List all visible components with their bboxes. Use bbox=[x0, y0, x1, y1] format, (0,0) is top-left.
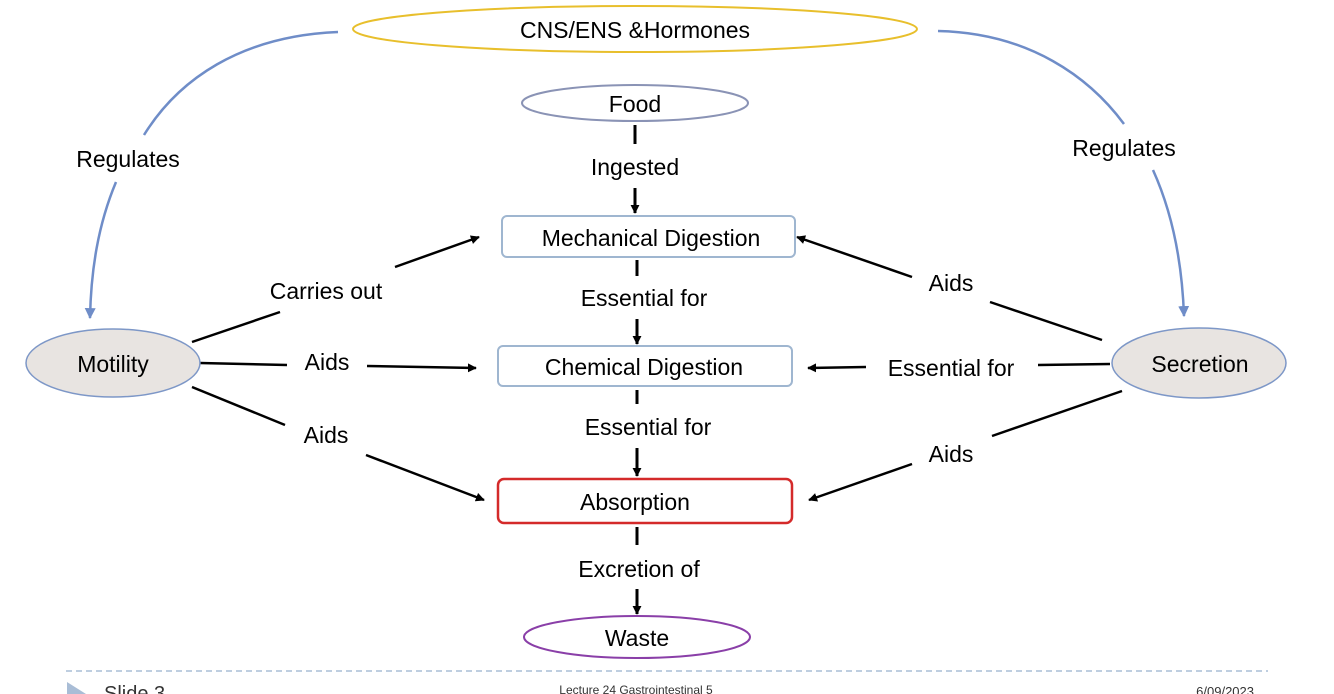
motility-carries-out-line bbox=[191, 310, 281, 344]
carries-out-label: Carries out bbox=[270, 278, 383, 304]
regulates-left-arrow-lower bbox=[84, 181, 118, 320]
mechanical-digestion-label: Mechanical Digestion bbox=[542, 225, 761, 251]
aids-to-mechanical-arrow bbox=[796, 235, 913, 279]
motility-node: Motility bbox=[25, 328, 201, 398]
abs-to-waste-label: Excretion of bbox=[578, 556, 700, 582]
footer-date: 6/09/2023 bbox=[1196, 684, 1254, 694]
essential-to-chemical-from-right-arrow bbox=[807, 363, 867, 373]
secretion-essential-line bbox=[1037, 362, 1111, 367]
aids-to-chemical-arrow bbox=[366, 363, 477, 373]
regulator-label: CNS/ENS &Hormones bbox=[520, 17, 750, 43]
lecture-title: Lecture 24 Gastrointestinal 5 bbox=[559, 683, 713, 694]
chemical-digestion-label: Chemical Digestion bbox=[545, 354, 743, 380]
aids-to-absorption-arrow bbox=[365, 453, 485, 502]
motility-aids-abs-line bbox=[191, 385, 286, 427]
chemical-digestion-node: Chemical Digestion bbox=[497, 345, 793, 387]
motility-aids-chem-line bbox=[199, 361, 288, 367]
secretion-aids-mech-line bbox=[989, 300, 1103, 342]
slide-number: Slide 3 bbox=[104, 683, 165, 694]
carries-out-to-mechanical-arrow bbox=[394, 235, 480, 269]
regulates-left-label: Regulates bbox=[76, 146, 180, 172]
food-node: Food bbox=[521, 84, 749, 122]
waste-label: Waste bbox=[605, 625, 669, 651]
absorption-label: Absorption bbox=[580, 489, 690, 515]
regulates-left-arrow-upper bbox=[142, 30, 339, 136]
ingested-label: Ingested bbox=[591, 154, 679, 180]
waste-node: Waste bbox=[523, 615, 751, 659]
chem-to-abs-label: Essential for bbox=[585, 414, 712, 440]
mechanical-digestion-node: Mechanical Digestion bbox=[501, 215, 796, 258]
regulates-right-arrow-upper bbox=[937, 29, 1126, 125]
regulates-right-arrow-lower bbox=[1151, 169, 1190, 318]
motility-label: Motility bbox=[77, 351, 149, 377]
food-label: Food bbox=[609, 91, 661, 117]
aids-to-absorption-from-right-arrow bbox=[808, 462, 913, 502]
slide-marker-icon bbox=[67, 682, 86, 694]
secretion-aids-mech-label: Aids bbox=[929, 270, 974, 296]
regulates-right-label: Regulates bbox=[1072, 135, 1176, 161]
secretion-node: Secretion bbox=[1111, 327, 1287, 399]
secretion-aids-abs-line bbox=[991, 389, 1123, 438]
regulator-node: CNS/ENS &Hormones bbox=[352, 5, 918, 53]
secretion-aids-abs-label: Aids bbox=[929, 441, 974, 467]
motility-aids-chem-label: Aids bbox=[305, 349, 350, 375]
mech-to-chem-label: Essential for bbox=[581, 285, 708, 311]
motility-aids-abs-label: Aids bbox=[304, 422, 349, 448]
secretion-essential-label: Essential for bbox=[888, 355, 1015, 381]
absorption-node: Absorption bbox=[496, 477, 794, 525]
secretion-label: Secretion bbox=[1151, 351, 1248, 377]
